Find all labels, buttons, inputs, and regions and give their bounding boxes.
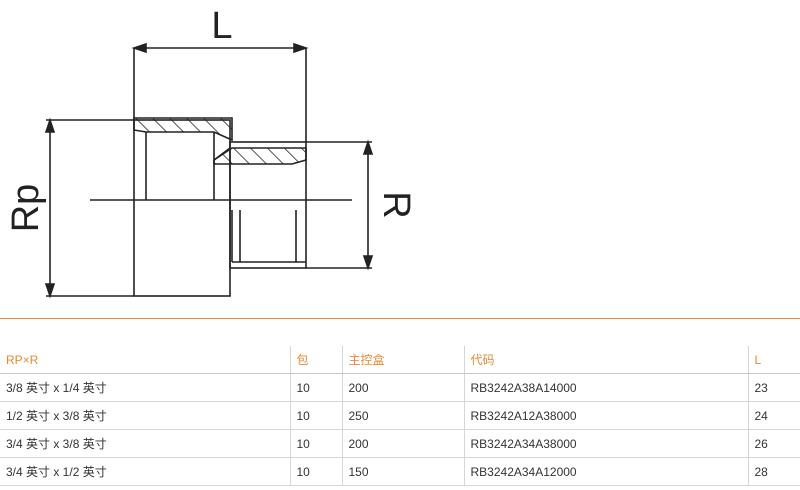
dimension-rp	[44, 117, 134, 299]
header-master-box: 主控盒	[341, 346, 464, 374]
table-row: 3/8 英寸 x 1/4 英寸 10 200 RB3242A38A14000 2…	[0, 373, 800, 402]
fitting-body	[90, 119, 352, 297]
cell-size: 3/4 英寸 x 1/2 英寸	[0, 457, 290, 486]
cell-size: 1/2 英寸 x 3/8 英寸	[0, 401, 290, 430]
thread-hatching	[133, 117, 307, 165]
cell-master-box: 150	[341, 457, 464, 486]
dimension-l	[131, 42, 309, 142]
cell-pack: 10	[289, 401, 342, 430]
header-size: RP×R	[0, 346, 290, 374]
cell-code: RB3242A34A12000	[463, 457, 748, 486]
cell-master-box: 200	[341, 373, 464, 402]
cell-length: 28	[747, 457, 800, 486]
dimension-r	[306, 139, 374, 271]
cell-code: RB3242A38A14000	[463, 373, 748, 402]
header-pack: 包	[289, 346, 342, 374]
table-row: 3/4 英寸 x 3/8 英寸 10 200 RB3242A34A38000 2…	[0, 429, 800, 458]
cell-pack: 10	[289, 373, 342, 402]
label-rp: Rp	[5, 184, 47, 233]
cell-master-box: 200	[341, 429, 464, 458]
header-length: L	[747, 346, 800, 374]
cell-pack: 10	[289, 429, 342, 458]
specification-table: RP×R 包 主控盒 代码 L 3/8 英寸 x 1/4 英寸 10 200 R…	[0, 346, 800, 486]
cell-length: 24	[747, 401, 800, 430]
label-r: R	[375, 191, 417, 218]
label-l: L	[211, 5, 232, 47]
cell-length: 23	[747, 373, 800, 402]
fitting-cross-section-drawing: L Rp R	[5, 5, 417, 299]
table-row: 3/4 英寸 x 1/2 英寸 10 150 RB3242A34A12000 2…	[0, 457, 800, 486]
table-header-row: RP×R 包 主控盒 代码 L	[0, 346, 800, 374]
cell-size: 3/4 英寸 x 3/8 英寸	[0, 429, 290, 458]
cell-pack: 10	[289, 457, 342, 486]
cell-code: RB3242A34A38000	[463, 429, 748, 458]
table-row: 1/2 英寸 x 3/8 英寸 10 250 RB3242A12A38000 2…	[0, 401, 800, 430]
cell-master-box: 250	[341, 401, 464, 430]
header-code: 代码	[463, 346, 748, 374]
section-divider	[0, 318, 800, 319]
cell-length: 26	[747, 429, 800, 458]
cell-code: RB3242A12A38000	[463, 401, 748, 430]
cell-size: 3/8 英寸 x 1/4 英寸	[0, 373, 290, 402]
